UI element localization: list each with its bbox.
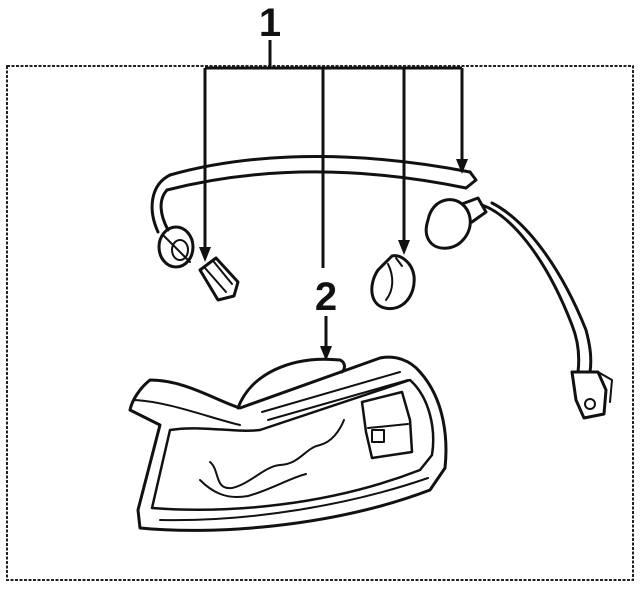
callout-1: 1 [259,1,281,45]
bulb-right [424,196,488,250]
wiring-harness [150,155,593,374]
callout-1-leader [199,40,468,268]
diagram-frame [6,65,634,581]
wedge-bulb-left [198,256,240,302]
callout-2: 2 [315,275,337,319]
end-connector [570,370,613,420]
lamp-lens [128,355,448,532]
callout-2-leader [320,316,332,361]
left-socket [157,225,195,269]
bulb-middle [370,254,416,311]
